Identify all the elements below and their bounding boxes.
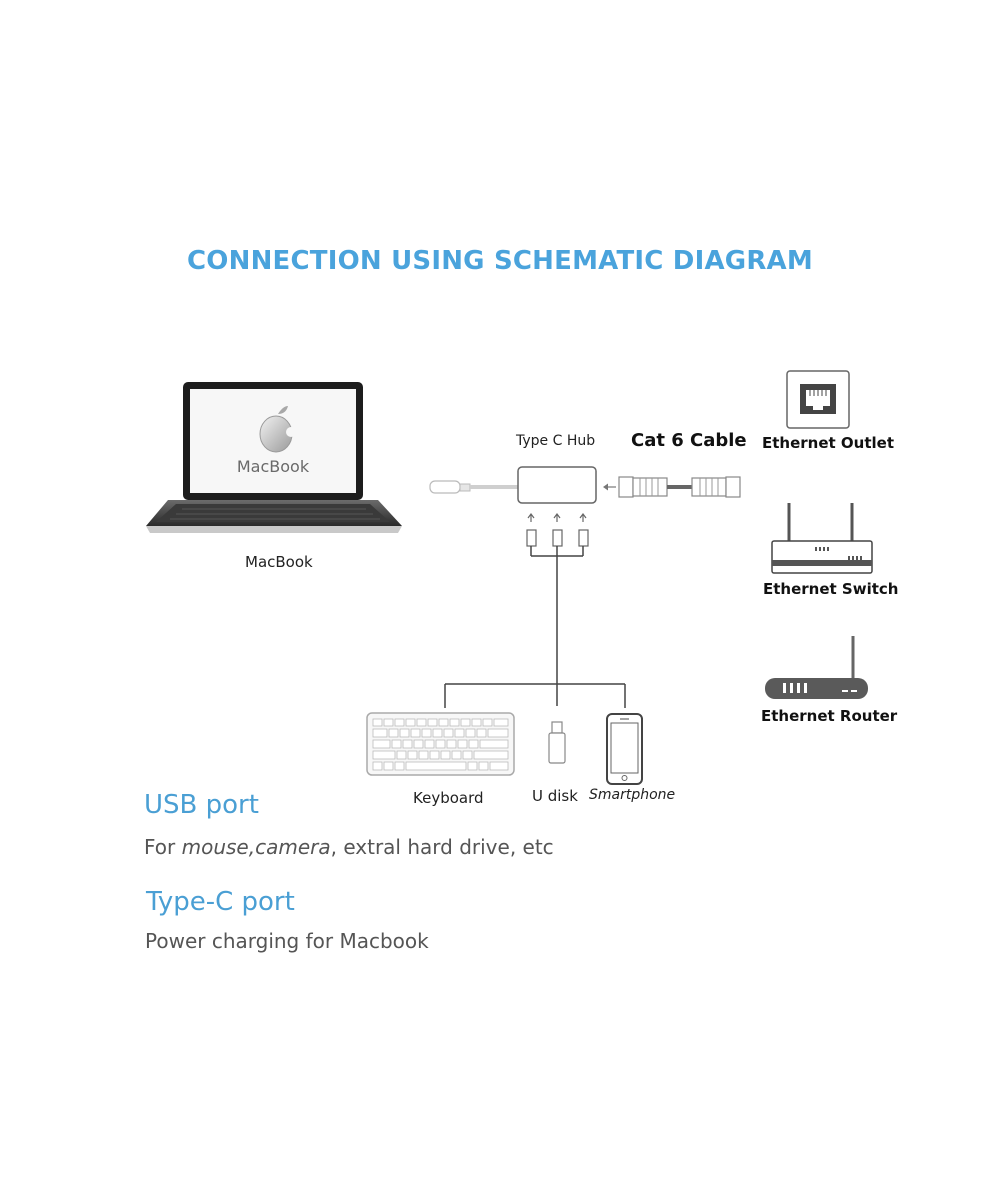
usb-connector-lines (444, 546, 626, 708)
usb-desc-suffix: , extral hard drive, etc (330, 835, 554, 859)
ethernet-switch-label: Ethernet Switch (763, 580, 899, 598)
type-c-hub-label: Type C Hub (516, 433, 596, 449)
type-c-port-description: Power charging for Macbook (145, 929, 429, 953)
keyboard-icon (366, 712, 515, 776)
usb-desc-prefix: For (144, 835, 182, 859)
laptop-screen-text: MacBook (237, 457, 310, 476)
type-c-hub-icon (517, 466, 597, 504)
u-disk-label: U disk (532, 787, 578, 805)
macbook-laptop-icon: MacBook (146, 382, 402, 533)
ethernet-outlet-icon (786, 370, 850, 429)
smartphone-icon (606, 713, 643, 785)
usb-drive-icon (548, 721, 566, 764)
usb-port-heading: USB port (144, 790, 259, 820)
ethernet-router-label: Ethernet Router (761, 707, 898, 725)
page-title: CONNECTION USING SCHEMATIC DIAGRAM (187, 246, 813, 276)
usb-port-description: For mouse,camera, extral hard drive, etc (144, 835, 554, 859)
cat6-cable-label: Cat 6 Cable (631, 430, 747, 451)
usb-plugs-icon (526, 513, 589, 547)
type-c-port-heading: Type-C port (146, 887, 295, 917)
ethernet-router-icon (765, 636, 868, 699)
usb-desc-italic: mouse,camera (181, 835, 331, 859)
ethernet-outlet-label: Ethernet Outlet (762, 434, 894, 452)
keyboard-label: Keyboard (413, 789, 484, 807)
apple-logo-icon (259, 406, 296, 453)
cat6-cable-icon (618, 476, 741, 498)
macbook-label: MacBook (245, 553, 313, 571)
smartphone-label: Smartphone (589, 787, 676, 803)
arrow-left-icon (603, 483, 616, 491)
typec-cable-icon (429, 480, 518, 494)
ethernet-switch-icon (771, 503, 873, 574)
